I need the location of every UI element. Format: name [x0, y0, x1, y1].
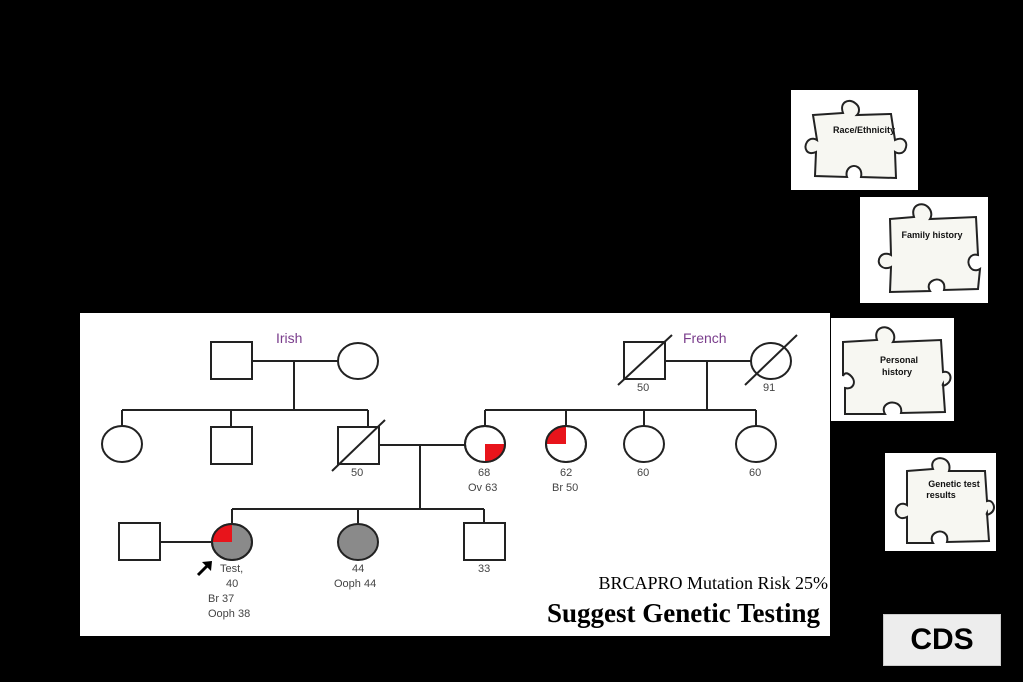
puzzle-piece-icon	[842, 326, 952, 415]
puzzle-family-history: Family history	[860, 197, 988, 303]
cds-label: CDS	[910, 623, 974, 656]
irish-grandfather	[210, 341, 253, 380]
proband-arrow-icon	[196, 561, 212, 577]
puzzle-label-genetic-line1: Genetic test	[928, 479, 980, 489]
ethnicity-french: French	[683, 330, 727, 346]
label-sister-age: 44	[352, 563, 364, 575]
label-proband-3: Br 37	[208, 593, 234, 605]
aunt-affected-quadrant	[546, 426, 566, 444]
puzzle-label-family-line1: Family history	[901, 230, 962, 240]
label-aunt1-age: 62	[560, 467, 572, 479]
sister	[337, 523, 379, 561]
puzzle-piece-icon	[894, 457, 995, 544]
label-mother-age: 68	[478, 467, 490, 479]
irish-daughter	[101, 425, 143, 463]
brother	[463, 522, 506, 561]
label-proband-4: Ooph 38	[208, 608, 250, 620]
label-proband-1: Test,	[220, 563, 243, 575]
puzzle-label-personal-line2: history	[882, 367, 912, 377]
label-aunt3-age: 60	[749, 467, 761, 479]
label-brother-age: 33	[478, 563, 490, 575]
label-french-father-age: 50	[637, 382, 649, 394]
label-french-mother-age: 91	[763, 382, 775, 394]
label-mother-dx: Ov 63	[468, 482, 497, 494]
proband-spouse	[118, 522, 161, 561]
puzzle-label-race-line1: Race/Ethnicity	[833, 125, 895, 135]
puzzle-label-personal-line1: Personal	[880, 355, 918, 365]
puzzle-personal-history: Personal history	[831, 318, 954, 421]
puzzle-piece-icon	[877, 203, 982, 294]
puzzle-race-ethnicity: Race/Ethnicity	[791, 90, 918, 190]
label-proband-2: 40	[226, 578, 238, 590]
puzzle-label-genetic-line2: results	[926, 490, 956, 500]
label-aunt2-age: 60	[637, 467, 649, 479]
irish-son	[210, 426, 253, 465]
aunt-60-b	[735, 425, 777, 463]
ethnicity-irish: Irish	[276, 330, 302, 346]
pedigree-svg: Irish French 50 91 50 68 Ov 63 62 Br 50 …	[101, 330, 828, 628]
label-sister-dx: Ooph 44	[334, 578, 376, 590]
aunt-60-a	[623, 425, 665, 463]
recommendation-text: Suggest Genetic Testing	[547, 598, 821, 628]
cds-label-box: CDS	[883, 614, 1001, 666]
irish-grandmother	[337, 342, 379, 380]
label-deceased-son-age: 50	[351, 467, 363, 479]
proband-affected-quadrant	[212, 524, 232, 542]
puzzle-piece-icon	[804, 99, 908, 180]
mother-affected-quadrant	[485, 444, 505, 462]
risk-text: BRCAPRO Mutation Risk 25%	[598, 573, 828, 593]
pedigree-diagram: Irish French 50 91 50 68 Ov 63 62 Br 50 …	[80, 313, 830, 636]
puzzle-genetic-test: Genetic test results	[885, 453, 996, 551]
label-aunt1-dx: Br 50	[552, 482, 578, 494]
